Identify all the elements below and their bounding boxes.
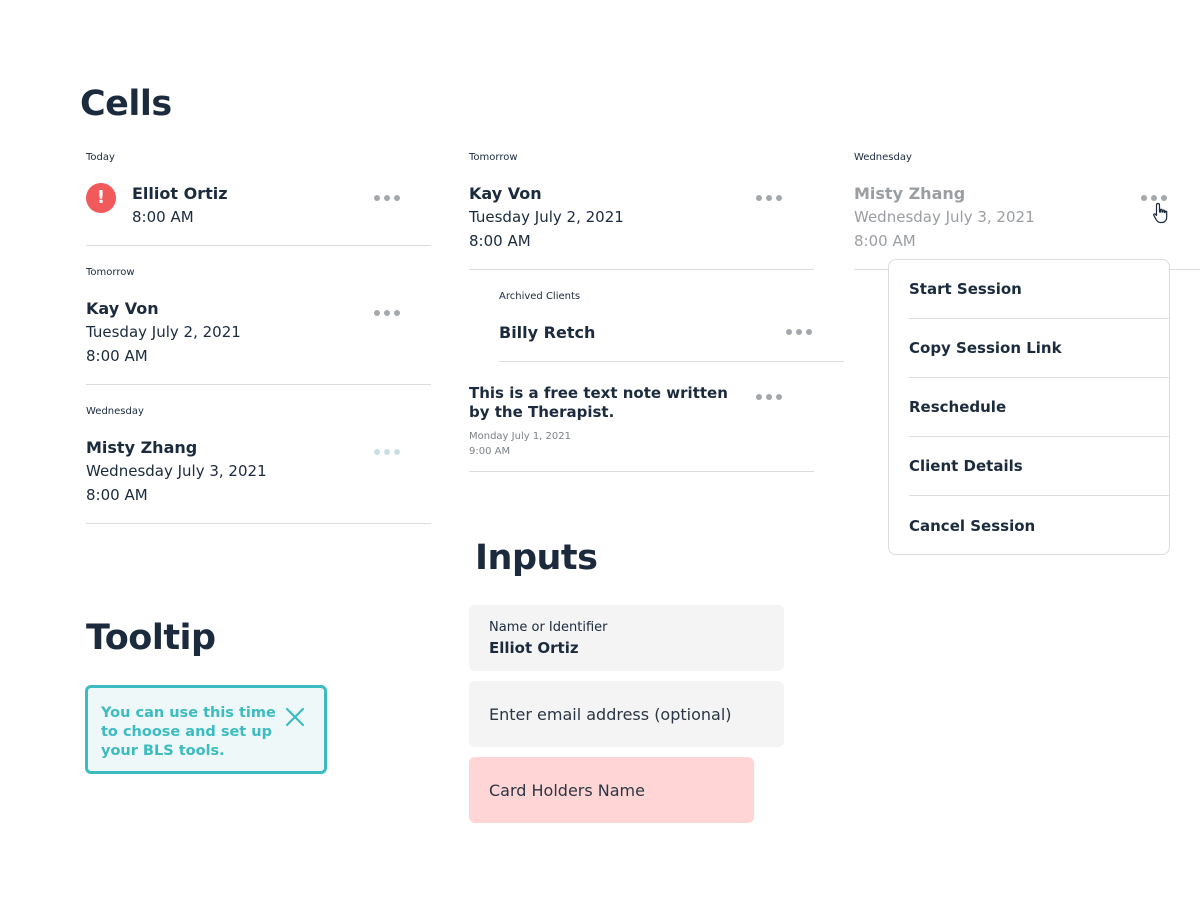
note-cell[interactable]: This is a free text note written by the … — [469, 384, 814, 472]
field-label: Name or Identifier — [489, 620, 608, 635]
client-name: Kay Von — [469, 184, 542, 203]
archived-client-cell[interactable]: Archived Clients Billy Retch — [499, 291, 844, 362]
menu-item-copy-session-link[interactable]: Copy Session Link — [909, 319, 1169, 378]
cell-day-label: Wednesday — [854, 152, 912, 163]
inputs-heading: Inputs — [475, 538, 598, 578]
cell-day-label: Wednesday — [86, 406, 144, 417]
more-options-icon[interactable] — [374, 195, 400, 201]
more-options-icon[interactable] — [786, 329, 812, 335]
field-placeholder: Card Holders Name — [489, 781, 645, 800]
session-cell-wednesday[interactable]: Wednesday Misty Zhang Wednesday July 3, … — [86, 406, 431, 524]
session-time: 8:00 AM — [86, 486, 148, 504]
session-context-menu: Start Session Copy Session Link Reschedu… — [888, 259, 1170, 555]
session-cell-wednesday-active[interactable]: Wednesday Misty Zhang Wednesday July 3, … — [854, 152, 1200, 270]
session-date: Wednesday July 3, 2021 — [854, 208, 1035, 226]
more-options-icon[interactable] — [756, 195, 782, 201]
session-time: 8:00 AM — [854, 232, 916, 250]
email-field[interactable]: Enter email address (optional) — [469, 681, 784, 747]
client-name: Elliot Ortiz — [132, 184, 228, 203]
more-options-icon[interactable] — [374, 310, 400, 316]
alert-icon: ! — [86, 183, 116, 213]
name-identifier-field[interactable]: Name or Identifier Elliot Ortiz — [469, 605, 784, 671]
tooltip-box: You can use this time to choose and set … — [85, 685, 327, 774]
tooltip-text: You can use this time to choose and set … — [101, 705, 276, 759]
note-time: 9:00 AM — [469, 446, 511, 457]
client-name: Billy Retch — [499, 323, 596, 342]
close-icon[interactable] — [284, 706, 306, 728]
client-name: Misty Zhang — [854, 184, 966, 203]
session-date: Tuesday July 2, 2021 — [469, 208, 624, 226]
more-options-icon[interactable] — [1141, 195, 1167, 201]
session-time: 8:00 AM — [132, 208, 194, 226]
session-date: Wednesday July 3, 2021 — [86, 462, 267, 480]
note-text-line-1: This is a free text note written — [469, 384, 728, 402]
more-options-icon[interactable] — [374, 449, 400, 455]
client-name: Misty Zhang — [86, 438, 198, 457]
cell-day-label: Today — [86, 152, 115, 163]
field-value: Elliot Ortiz — [489, 639, 579, 657]
archived-section-label: Archived Clients — [499, 291, 581, 302]
session-date: Tuesday July 2, 2021 — [86, 323, 241, 341]
card-holder-name-field[interactable]: Card Holders Name — [469, 757, 754, 823]
cells-heading: Cells — [80, 84, 172, 124]
menu-item-cancel-session[interactable]: Cancel Session — [909, 517, 1036, 535]
session-time: 8:00 AM — [86, 347, 148, 365]
field-placeholder: Enter email address (optional) — [489, 705, 732, 724]
session-time: 8:00 AM — [469, 232, 531, 250]
note-text-line-2: by the Therapist. — [469, 403, 615, 421]
client-name: Kay Von — [86, 299, 159, 318]
session-cell-tomorrow[interactable]: Tomorrow Kay Von Tuesday July 2, 2021 8:… — [86, 267, 431, 385]
menu-item-reschedule[interactable]: Reschedule — [909, 378, 1169, 437]
menu-item-client-details[interactable]: Client Details — [909, 437, 1169, 496]
session-cell-tomorrow-2[interactable]: Tomorrow Kay Von Tuesday July 2, 2021 8:… — [469, 152, 814, 270]
session-cell-today[interactable]: Today ! Elliot Ortiz 8:00 AM — [86, 152, 431, 246]
note-date: Monday July 1, 2021 — [469, 431, 571, 442]
cell-day-label: Tomorrow — [86, 267, 135, 278]
more-options-icon[interactable] — [756, 394, 782, 400]
cell-day-label: Tomorrow — [469, 152, 518, 163]
tooltip-heading: Tooltip — [86, 618, 216, 658]
hand-cursor-icon — [1153, 202, 1168, 224]
menu-item-start-session[interactable]: Start Session — [909, 260, 1169, 319]
